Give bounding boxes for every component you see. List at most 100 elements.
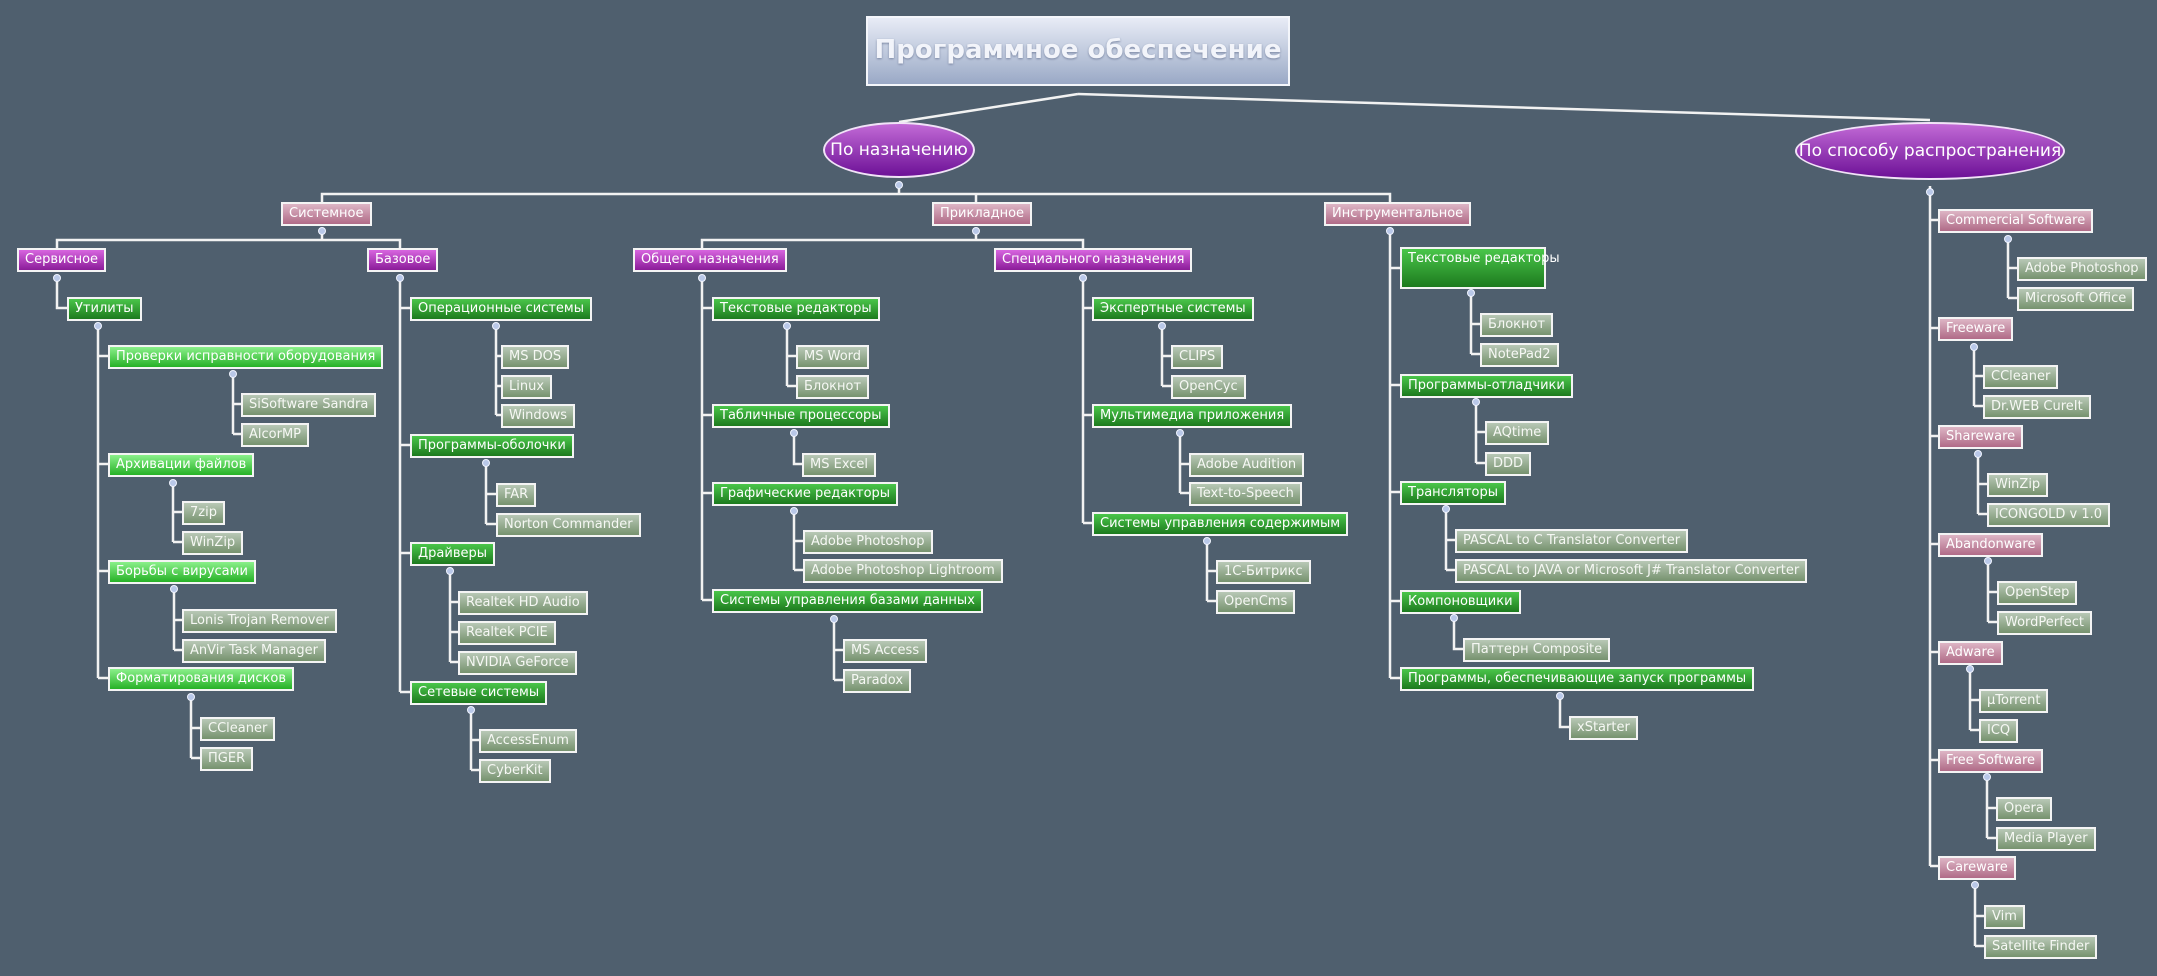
collapse-dot-icon[interactable]: [396, 274, 404, 282]
node-careware[interactable]: Careware: [1938, 856, 2016, 880]
leaf-item[interactable]: CCleaner: [200, 717, 276, 741]
leaf-item[interactable]: 7zip: [182, 501, 225, 525]
leaf-item[interactable]: Realtek PCIE: [458, 621, 556, 645]
leaf-item[interactable]: Microsoft Office: [2017, 287, 2135, 311]
node-dbms[interactable]: Системы управления базами данных: [712, 589, 983, 613]
leaf-item[interactable]: NotePad2: [1480, 343, 1559, 367]
node-tools-text-editors[interactable]: Текстовые редакторы: [1400, 247, 1560, 289]
node-adware[interactable]: Adware: [1938, 641, 2003, 665]
leaf-item[interactable]: Adobe Audition: [1189, 453, 1305, 477]
leaf-item[interactable]: ICQ: [1979, 719, 2019, 743]
collapse-dot-icon[interactable]: [1983, 773, 1991, 781]
collapse-dot-icon[interactable]: [1467, 289, 1475, 297]
node-abandonware[interactable]: Abandonware: [1938, 533, 2044, 557]
leaf-item[interactable]: OpenCyc: [1171, 375, 1246, 399]
leaf-item[interactable]: Паттерн Composite: [1463, 638, 1611, 662]
collapse-dot-icon[interactable]: [1450, 614, 1458, 622]
node-drivers[interactable]: Драйверы: [410, 542, 495, 566]
leaf-item[interactable]: OpenStep: [1997, 581, 2078, 605]
leaf-item[interactable]: MS Access: [843, 639, 928, 663]
collapse-dot-icon[interactable]: [1970, 343, 1978, 351]
leaf-item[interactable]: Norton Commander: [496, 513, 641, 537]
leaf-item[interactable]: Paradox: [843, 669, 912, 693]
leaf-item[interactable]: CyberKit: [479, 759, 551, 783]
collapse-dot-icon[interactable]: [187, 693, 195, 701]
node-antivirus[interactable]: Борьбы с вирусами: [108, 560, 256, 584]
node-spreadsheets[interactable]: Табличные процессоры: [712, 404, 890, 428]
collapse-dot-icon[interactable]: [318, 227, 326, 235]
node-free-software[interactable]: Free Software: [1938, 749, 2044, 773]
collapse-dot-icon[interactable]: [1079, 274, 1087, 282]
leaf-item[interactable]: Блокнот: [796, 375, 870, 399]
leaf-item[interactable]: WinZip: [182, 531, 244, 555]
node-base[interactable]: Базовое: [367, 248, 439, 272]
collapse-dot-icon[interactable]: [482, 459, 490, 467]
leaf-item[interactable]: Text-to-Speech: [1189, 482, 1302, 506]
collapse-dot-icon[interactable]: [972, 227, 980, 235]
leaf-item[interactable]: DDD: [1485, 452, 1532, 476]
collapse-dot-icon[interactable]: [1203, 537, 1211, 545]
branch-distribution[interactable]: По способу распространения: [1795, 122, 2065, 180]
node-cms[interactable]: Системы управления содержимым: [1092, 512, 1349, 536]
collapse-dot-icon[interactable]: [790, 507, 798, 515]
collapse-dot-icon[interactable]: [1386, 227, 1394, 235]
node-hw-check[interactable]: Проверки исправности оборудования: [108, 345, 384, 369]
leaf-item[interactable]: PASCAL to JAVA or Microsoft J# Translato…: [1455, 559, 1808, 583]
leaf-item[interactable]: xStarter: [1569, 716, 1638, 740]
collapse-dot-icon[interactable]: [1442, 505, 1450, 513]
collapse-dot-icon[interactable]: [1971, 881, 1979, 889]
node-freeware[interactable]: Freeware: [1938, 317, 2014, 341]
leaf-item[interactable]: SiSoftware Sandra: [241, 393, 377, 417]
node-shareware[interactable]: Shareware: [1938, 425, 2024, 449]
leaf-item[interactable]: Opera: [1996, 797, 2052, 821]
leaf-item[interactable]: CCleaner: [1983, 365, 2059, 389]
node-graphics[interactable]: Графические редакторы: [712, 482, 899, 506]
node-debuggers[interactable]: Программы-отладчики: [1400, 374, 1573, 398]
collapse-dot-icon[interactable]: [446, 567, 454, 575]
collapse-dot-icon[interactable]: [94, 322, 102, 330]
collapse-dot-icon[interactable]: [830, 615, 838, 623]
node-service[interactable]: Сервисное: [17, 248, 107, 272]
node-tools[interactable]: Инструментальное: [1324, 202, 1472, 226]
leaf-item[interactable]: Dr.WEB CureIt: [1983, 395, 2091, 419]
leaf-item[interactable]: Adobe Photoshop: [803, 530, 933, 554]
collapse-dot-icon[interactable]: [698, 274, 706, 282]
leaf-item[interactable]: MS Word: [796, 345, 870, 369]
leaf-item[interactable]: OpenCms: [1216, 590, 1296, 614]
leaf-item[interactable]: CLIPS: [1171, 345, 1224, 369]
leaf-item[interactable]: Adobe Photoshop: [2017, 257, 2147, 281]
node-format[interactable]: Форматирования дисков: [108, 667, 294, 691]
node-general[interactable]: Общего назначения: [633, 248, 787, 272]
root-node-title[interactable]: Программное обеспечение: [866, 16, 1290, 86]
node-os[interactable]: Операционные системы: [410, 297, 592, 321]
node-archive[interactable]: Архивации файлов: [108, 453, 255, 477]
collapse-dot-icon[interactable]: [1176, 429, 1184, 437]
leaf-item[interactable]: WordPerfect: [1997, 611, 2092, 635]
node-launchers[interactable]: Программы, обеспечивающие запуск програм…: [1400, 667, 1755, 691]
leaf-item[interactable]: AnVir Task Manager: [182, 639, 327, 663]
leaf-item[interactable]: Linux: [501, 375, 553, 399]
node-text-editors[interactable]: Текстовые редакторы: [712, 297, 880, 321]
leaf-item[interactable]: μTorrent: [1979, 689, 2049, 713]
leaf-item[interactable]: WinZip: [1987, 473, 2049, 497]
collapse-dot-icon[interactable]: [53, 274, 61, 282]
leaf-item[interactable]: MS Excel: [802, 453, 877, 477]
collapse-dot-icon[interactable]: [1472, 398, 1480, 406]
leaf-item[interactable]: NVIDIA GeForce: [458, 651, 577, 675]
node-utilities[interactable]: Утилиты: [67, 297, 142, 321]
leaf-item[interactable]: AQtime: [1485, 421, 1550, 445]
leaf-item[interactable]: Satellite Finder: [1984, 935, 2098, 959]
leaf-item[interactable]: Media Player: [1996, 827, 2096, 851]
collapse-dot-icon[interactable]: [467, 706, 475, 714]
node-system[interactable]: Системное: [281, 202, 372, 226]
collapse-dot-icon[interactable]: [170, 585, 178, 593]
node-applied[interactable]: Прикладное: [932, 202, 1033, 226]
node-multimedia[interactable]: Мультимедиа приложения: [1092, 404, 1293, 428]
node-net[interactable]: Сетевые системы: [410, 681, 548, 705]
leaf-item[interactable]: 1С-Битрикс: [1216, 560, 1311, 584]
node-commercial[interactable]: Commercial Software: [1938, 209, 2094, 233]
leaf-item[interactable]: Windows: [501, 404, 576, 428]
collapse-dot-icon[interactable]: [1984, 557, 1992, 565]
collapse-dot-icon[interactable]: [1966, 665, 1974, 673]
collapse-dot-icon[interactable]: [1974, 450, 1982, 458]
